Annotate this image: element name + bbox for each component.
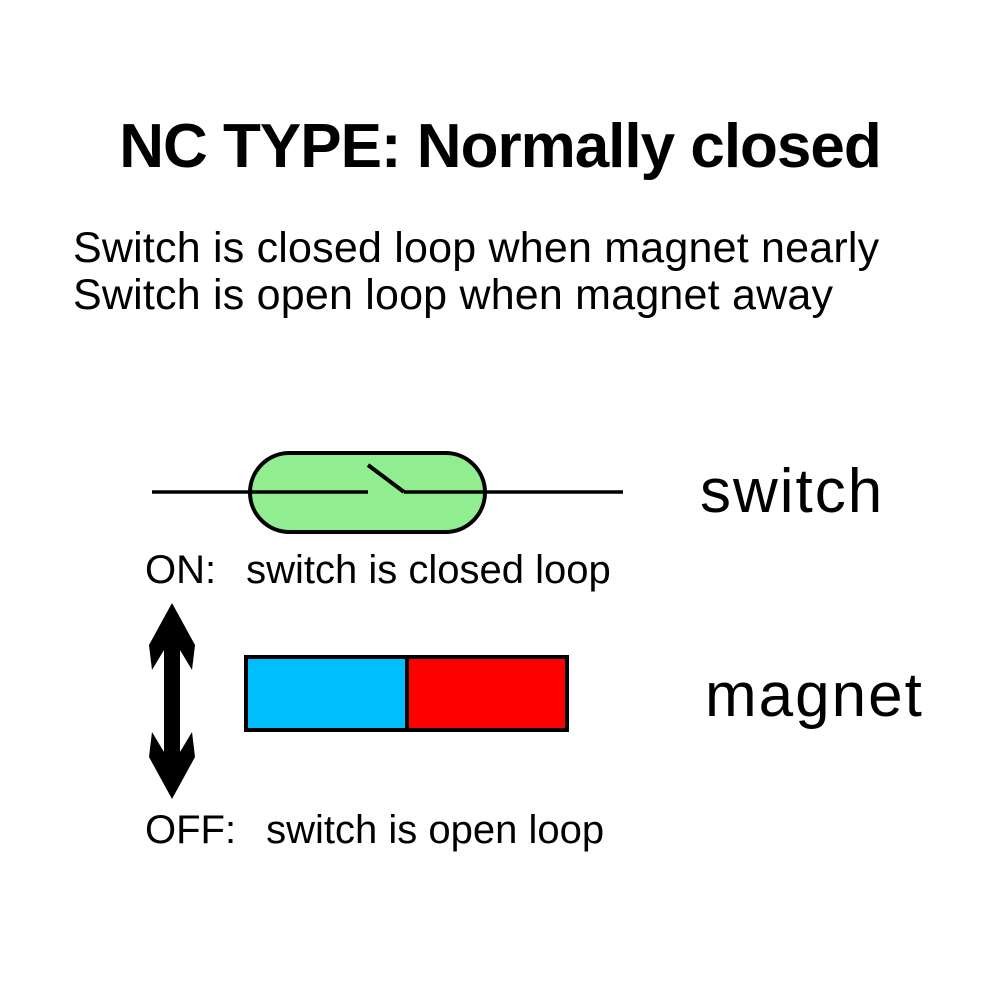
on-status-text: switch is closed loop [246, 548, 611, 592]
magnet-right-pole [405, 655, 569, 732]
page-title: NC TYPE: Normally closed [119, 112, 882, 181]
magnet-left-pole [244, 655, 409, 732]
on-status-label: ON: [145, 548, 217, 592]
off-status-text: switch is open loop [266, 808, 605, 852]
subtitle-line-1: Switch is closed loop when magnet nearly [73, 224, 880, 272]
subtitle: Switch is closed loop when magnet nearly… [73, 225, 879, 319]
off-status-label: OFF: [145, 808, 237, 852]
magnet-label: magnet [705, 661, 924, 730]
reed-switch-graphic [152, 451, 623, 534]
up-down-arrow-icon [149, 603, 195, 799]
subtitle-line-2: Switch is open loop when magnet away [73, 271, 834, 319]
switch-label: switch [700, 457, 885, 526]
magnet-graphic [244, 655, 569, 732]
on-status-line: ON: switch is closed loop [145, 548, 611, 593]
off-status-line: OFF: switch is open loop [145, 808, 604, 853]
switch-contact-blade [366, 463, 406, 494]
